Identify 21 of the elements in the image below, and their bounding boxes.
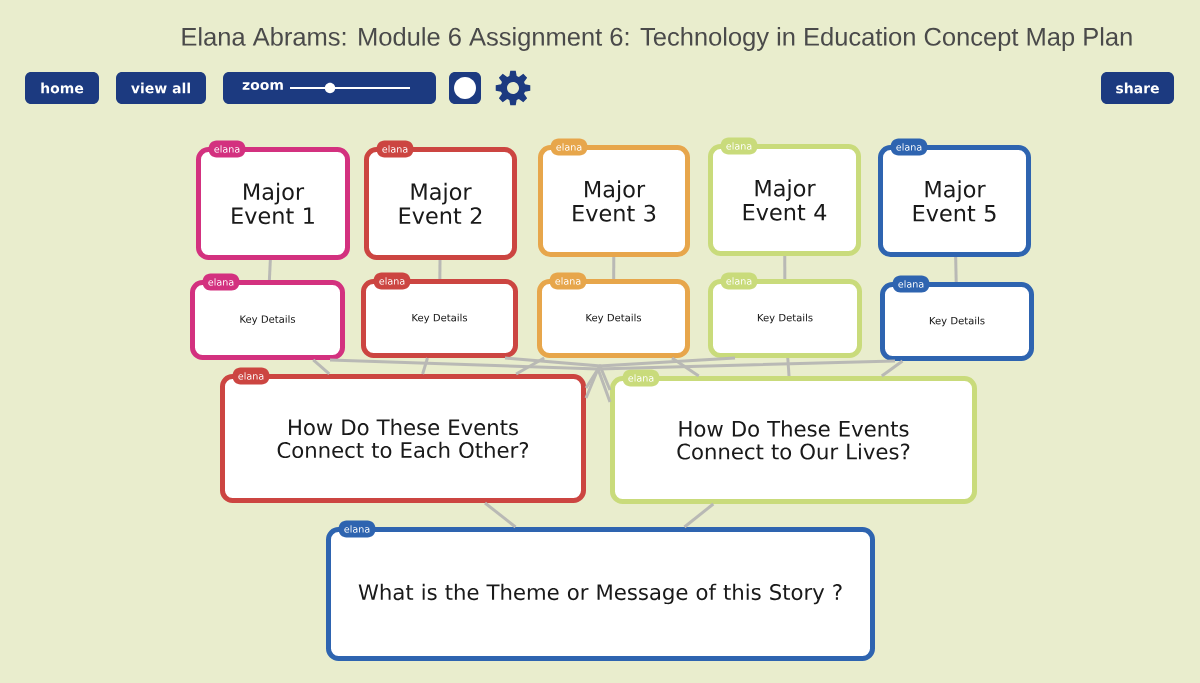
- connector-line: [438, 259, 442, 279]
- toolbar-button: home: [25, 72, 99, 104]
- connector-line: [484, 501, 517, 529]
- connector-line: [421, 357, 429, 375]
- connector-line: [786, 357, 791, 377]
- connector-line: [312, 358, 331, 376]
- connector-line: [954, 256, 958, 283]
- connector-line: [504, 356, 612, 391]
- connector-line: [329, 358, 612, 403]
- connector-line: [671, 356, 700, 378]
- toolbar-button: share: [1101, 72, 1174, 104]
- connector-line: [880, 359, 904, 378]
- page-title: Elana Abrams: Module 6 Assignment 6: Technology in Education Concept Map Plan: [182, 27, 1132, 51]
- connector-line: [683, 502, 715, 529]
- connector-line: [267, 259, 272, 281]
- connector-line: [515, 356, 545, 376]
- connector-line: [612, 257, 616, 279]
- connector-line: [584, 356, 736, 389]
- connector-line: [584, 359, 896, 399]
- connector-line: [783, 256, 787, 279]
- toolbar-button: view all: [116, 72, 206, 104]
